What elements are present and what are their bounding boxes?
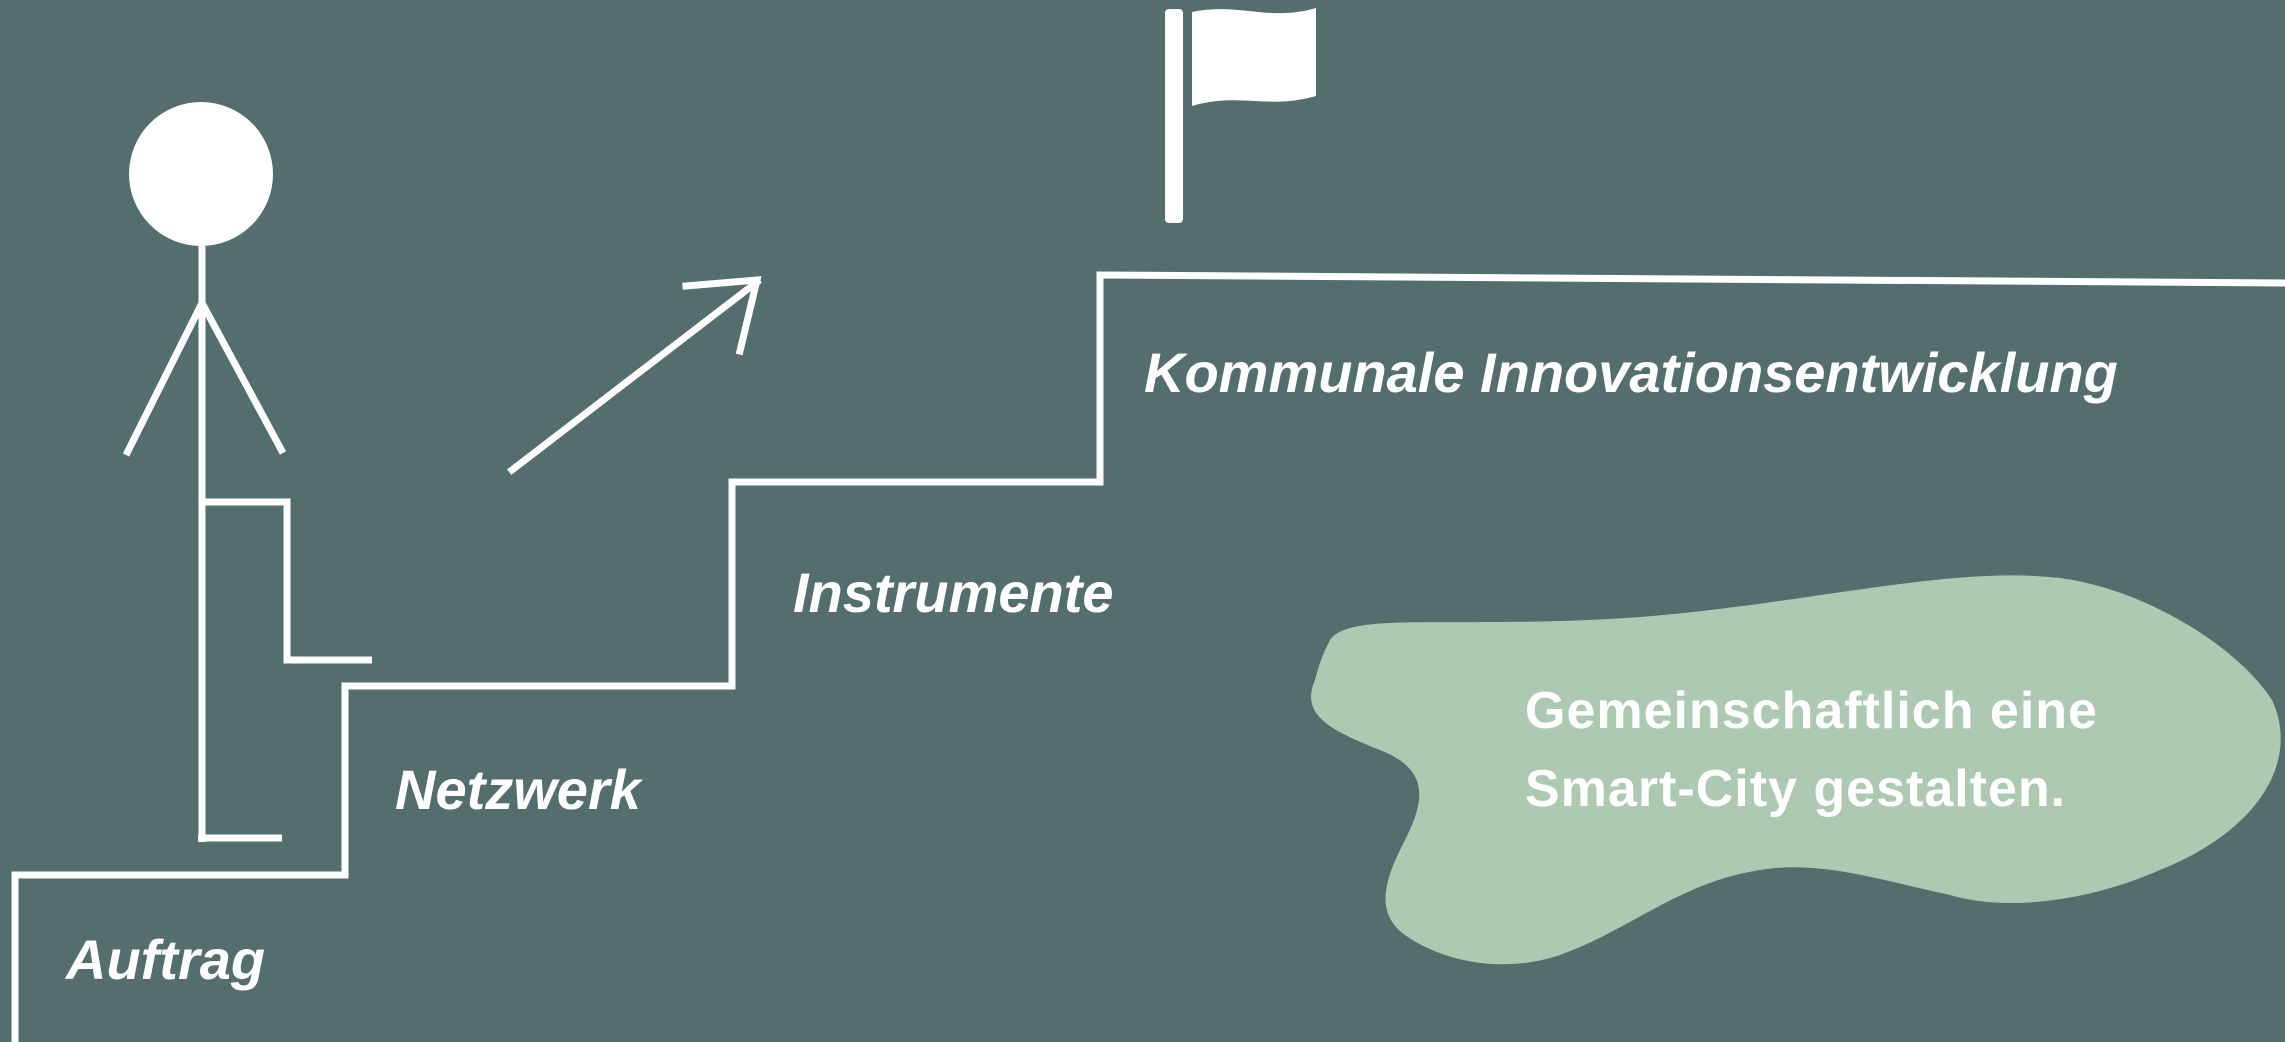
callout-line-1: Gemeinschaftlich eine <box>1525 682 2098 740</box>
step-label-instrumente: Instrumente <box>793 561 1114 624</box>
flag-icon <box>1165 8 1316 223</box>
stick-figure-icon <box>122 102 372 842</box>
callout-text: Gemeinschaftlich eine Smart-City gestalt… <box>1525 672 2098 828</box>
staircase-line <box>11 271 2285 1042</box>
step-label-auftrag: Auftrag <box>66 928 266 991</box>
callout-line-2: Smart-City gestalten. <box>1525 760 2067 818</box>
step-label-kommunale-innovationsentwicklung: Kommunale Innovationsentwicklung <box>1144 341 2118 404</box>
callout-blob <box>1311 575 2281 965</box>
step-label-netzwerk: Netzwerk <box>395 758 641 821</box>
arrow-up-right-icon <box>507 276 762 475</box>
